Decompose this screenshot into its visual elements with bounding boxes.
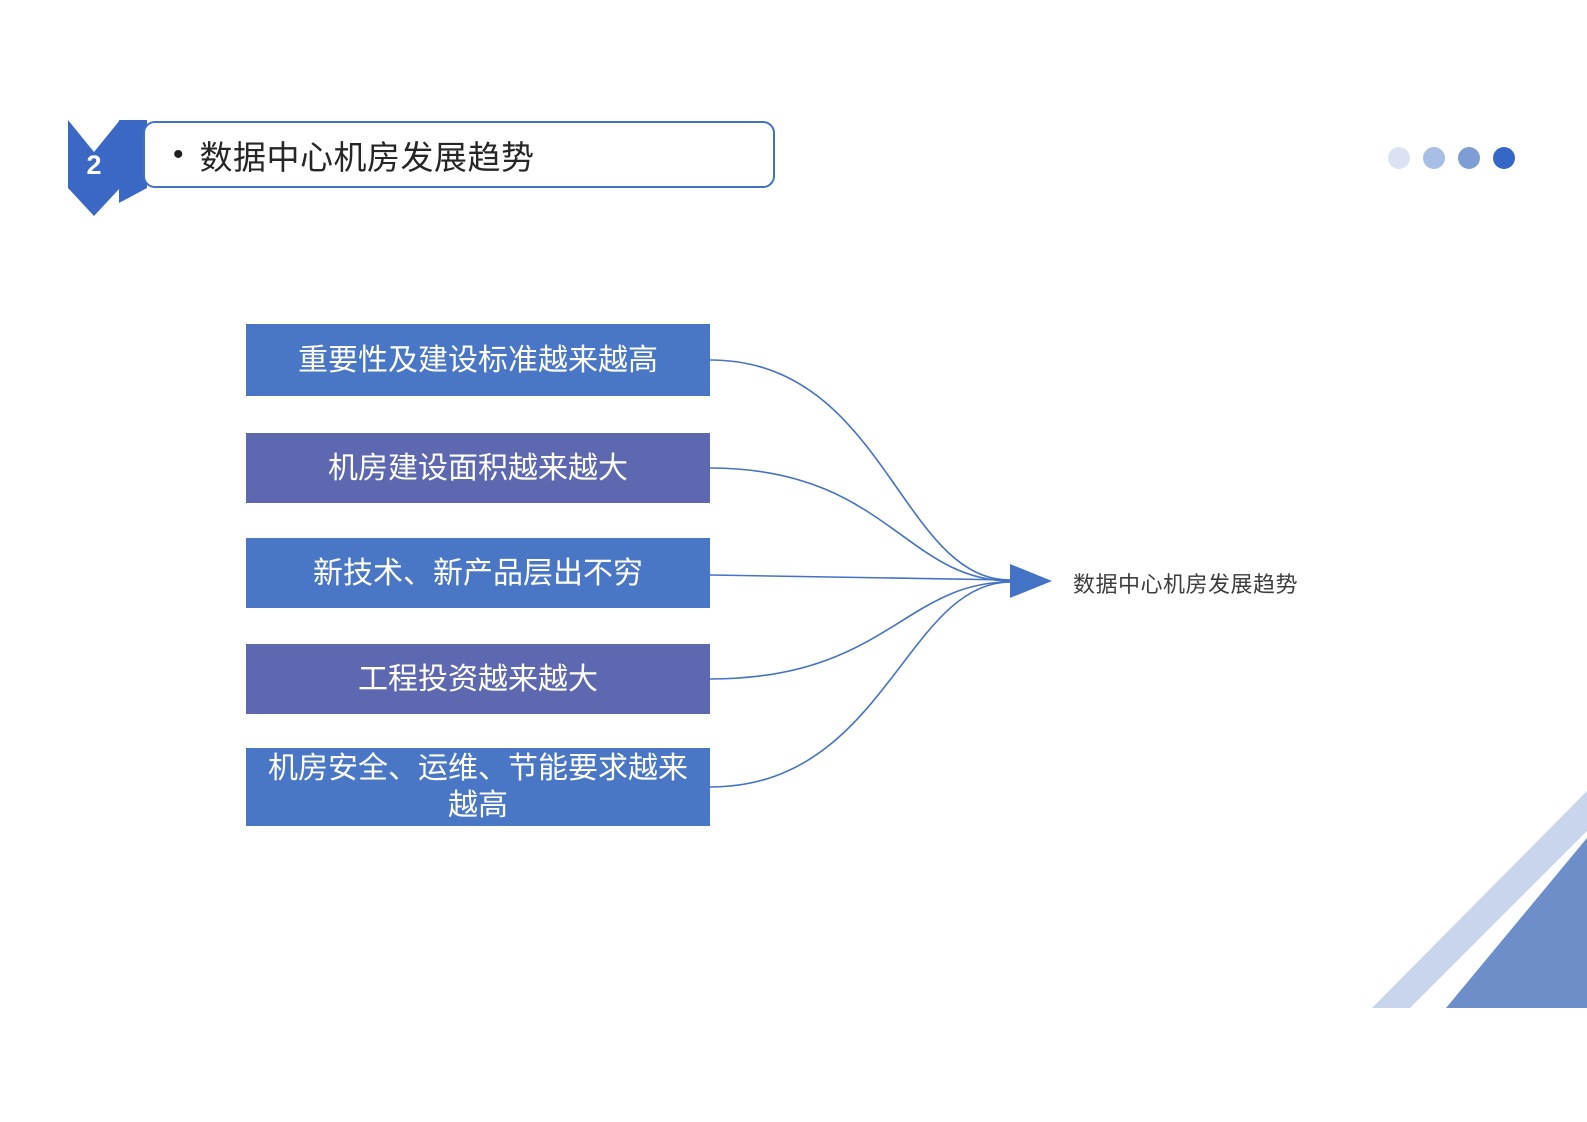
page-number: 2: [86, 150, 102, 180]
connector-line-3: [709, 574, 1011, 581]
connector-line-5: [709, 581, 1011, 788]
result-label: 数据中心机房发展趋势: [1073, 572, 1299, 597]
dot-1-icon: [1388, 147, 1410, 169]
connector-line-4: [709, 581, 1011, 680]
title-box: • 数据中心机房发展趋势: [143, 121, 775, 188]
corner-triangle-dark: [1446, 838, 1587, 1008]
ribbon-strip: [119, 120, 147, 188]
dot-3-icon: [1458, 147, 1480, 169]
progress-dots: [1388, 147, 1515, 169]
page-title: 数据中心机房发展趋势: [199, 138, 535, 176]
diagram-box-1: 重要性及建设标准越来越高: [246, 324, 710, 396]
dot-2-icon: [1423, 147, 1445, 169]
dot-4-icon: [1493, 147, 1515, 169]
diagram-box-5: 机房安全、运维、节能要求越来越高: [246, 748, 710, 826]
corner-stripe-light: [1372, 791, 1587, 1008]
diagram-box-3: 新技术、新产品层出不穷: [246, 538, 710, 608]
title-bullet: •: [173, 137, 184, 171]
diagram-box-4: 工程投资越来越大: [246, 644, 710, 714]
connector-line-2: [709, 467, 1011, 582]
ribbon-fold: [119, 186, 147, 203]
ribbon-chevron: [68, 120, 120, 216]
diagram-box-2: 机房建设面积越来越大: [246, 433, 710, 503]
connector-line-1: [709, 359, 1011, 581]
arrow-right-icon: [1010, 564, 1052, 598]
